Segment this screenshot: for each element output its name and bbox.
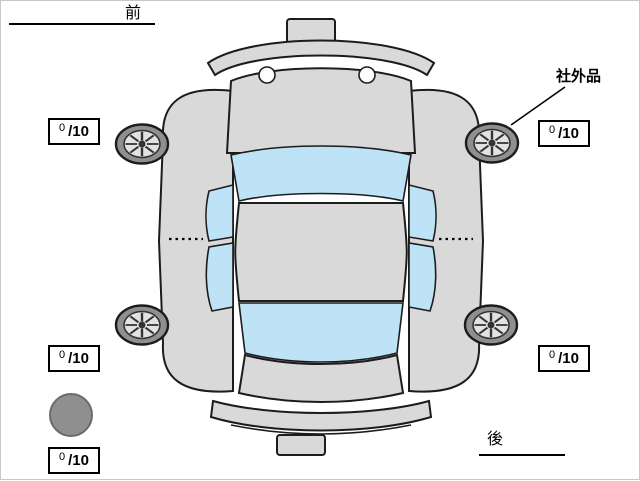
hood-left-marker <box>258 66 276 84</box>
wheel-rear-left-icon <box>114 304 170 346</box>
right-side-panel <box>408 88 485 393</box>
wheel-rear-right-icon <box>463 304 519 346</box>
left-rear-door-glass <box>205 242 234 312</box>
left-side-panel <box>157 88 234 393</box>
rear-bumper-line <box>230 424 412 435</box>
wheel-front-left-icon <box>114 123 170 165</box>
tread-score-value: 0 <box>59 450 66 463</box>
wheel-front-right-icon <box>464 122 520 164</box>
rear-bumper <box>209 399 433 432</box>
aftermarket-pointer-line <box>510 86 566 126</box>
rear-label: 後 <box>487 431 504 448</box>
front-bumper <box>206 39 436 77</box>
right-front-door-glass <box>408 183 437 242</box>
tread-score-front-right: 0 /10 <box>538 120 590 147</box>
spare-tire-icon <box>49 393 93 437</box>
tread-score-max: /10 <box>68 123 89 140</box>
tread-score-value: 0 <box>549 123 556 136</box>
left-front-door-glass <box>205 183 234 242</box>
hood-panel <box>225 67 417 154</box>
trunk-panel <box>237 353 405 403</box>
hood-right-marker <box>358 66 376 84</box>
tread-score-max: /10 <box>558 125 579 142</box>
tread-score-rear-right: 0 /10 <box>538 345 590 372</box>
tread-score-spare: 0 /10 <box>48 447 100 474</box>
tread-score-value: 0 <box>59 121 66 134</box>
tread-score-max: /10 <box>68 350 89 367</box>
tread-score-value: 0 <box>59 348 66 361</box>
tread-score-max: /10 <box>558 350 579 367</box>
rear-underline <box>479 454 565 456</box>
tread-score-front-left: 0 /10 <box>48 118 100 145</box>
rear-window-glass <box>238 302 404 363</box>
tread-score-max: /10 <box>68 452 89 469</box>
aftermarket-part-label: 社外品 <box>556 68 602 85</box>
tread-score-rear-left: 0 /10 <box>48 345 100 372</box>
front-label: 前 <box>125 5 142 22</box>
roof-panel <box>234 202 408 302</box>
windshield-glass <box>230 145 412 202</box>
front-underline <box>9 23 155 25</box>
rear-plate <box>276 434 326 456</box>
right-rear-door-glass <box>408 242 437 312</box>
tread-score-value: 0 <box>549 348 556 361</box>
